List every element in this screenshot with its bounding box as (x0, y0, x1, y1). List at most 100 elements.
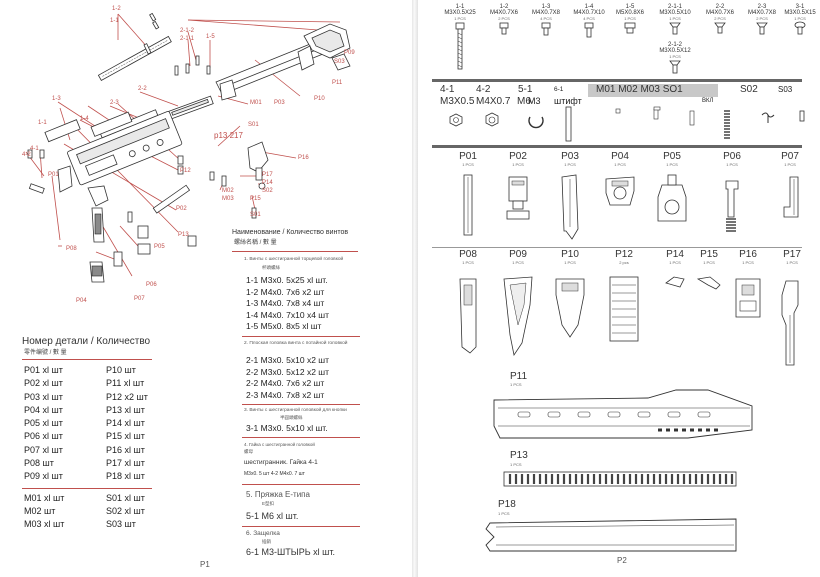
part-p05: P05 1 PCS (652, 151, 692, 252)
small-part-icon (689, 110, 695, 126)
screw-group-head-cn: 螺母 (244, 449, 253, 454)
part-p04: P04 1 PCS (600, 151, 640, 252)
divider (242, 404, 360, 405)
parts-bottom-2: S01 xl шт S02 xl шт S03 шт (106, 494, 166, 533)
divider (242, 484, 360, 485)
screw-group-head: 5. Пряжка E-типа (246, 490, 310, 499)
screw-group-head: 6. Защелка (246, 530, 280, 537)
nut-4-1-spec: M3X0.5 (440, 96, 475, 107)
callout-label: 4-2 (22, 152, 31, 158)
callout-label: P08 (66, 246, 77, 252)
p13-pcs: 1 PCS (510, 462, 522, 467)
divider (232, 251, 358, 252)
callout-label: S02 (262, 188, 273, 194)
part-p02: P02 1 PCS (500, 151, 536, 252)
part-p10: P10 1 PCS (550, 249, 590, 370)
callout-label: P13 (178, 232, 189, 238)
callout-label: 2-1-1 (180, 36, 195, 42)
vkl-label: ВКЛ (702, 98, 714, 104)
callout-label: S03 (334, 59, 345, 65)
screw-icon (584, 22, 594, 38)
screw-2-3: 2-3 M4X0.7X8 2 PCS (742, 4, 782, 46)
screws-title: Наименование / Количество винтов (232, 229, 349, 236)
parts-row: P16 xl шт (106, 444, 145, 455)
p18-pcs: 1 PCS (498, 511, 510, 516)
parts-row: P01 xl шт (24, 365, 63, 375)
screw-row: 1-4 M4x0. 7x10 x4 шт (246, 309, 329, 320)
nut-4-2-code: 4-2 (476, 84, 491, 95)
part-p09: P09 1 PCS (496, 249, 540, 370)
screw-group-head: 3. Винты с шестигранной головкой для кно… (244, 408, 347, 413)
callout-label: P11 (332, 80, 343, 86)
callout-label: P06 (146, 282, 157, 288)
p11-pcs: 1 PCS (510, 382, 522, 387)
parts-row: P17 xl шт (106, 458, 145, 469)
parts-row: P05 xl шт (24, 418, 63, 429)
parts-col-2: P10 шт P11 xl шт P12 x2 шт P13 xl шт P14… (106, 365, 166, 486)
part-p17: P17 1 PCS (772, 249, 812, 385)
small-part-icon (615, 108, 621, 114)
callout-label: P03 (274, 100, 285, 106)
long-rod-p18 (485, 518, 737, 552)
screw-group-head-cn: 杯頭螺絲 (262, 265, 280, 270)
screw-2-1-1: 2-1-1 M3X0.5X10 1 PCS 2-1-2 M3X0.5X12 1 … (652, 4, 698, 80)
long-screw-icon (455, 22, 465, 70)
rail-part (97, 35, 172, 82)
highlight-band (588, 84, 718, 97)
callout-label: P07 (134, 296, 145, 302)
part-p01: P01 1 PCS (450, 151, 486, 252)
callout-label: M01 (250, 100, 262, 106)
small-parts-left (27, 149, 73, 194)
part-p08: P08 1 PCS (450, 249, 486, 370)
parts-row: P10 шт (106, 365, 136, 375)
parts-col-1: P01 xl шт P02 xl шт P03 xl шт P04 xl шт … (24, 365, 94, 486)
parts-table-subtitle: 零件编號 / 數 量 (24, 350, 67, 356)
p13-label: p13 217 (214, 131, 243, 140)
screw-1-2: 1-2 M4X0.7X6 2 PCS (484, 4, 524, 46)
screw-parts (143, 12, 211, 76)
callout-label: P01 (48, 172, 59, 178)
small-part-icon (653, 108, 659, 120)
pin-icon (565, 106, 572, 142)
p13-code: P13 (510, 450, 528, 461)
screw-group-1: 1-1 M3x0. 5x25 xl шт. 1-2 M4x0. 7x6 x2 ш… (246, 276, 329, 334)
e-clip-icon (528, 116, 544, 129)
part-p06: P06 1 PCS (714, 151, 750, 252)
nut-4-1-code: 4-1 (440, 84, 455, 95)
eclip-code: 5-1 (518, 84, 533, 95)
part-p15: P15 1 PCS (694, 249, 724, 310)
screw-2-2: 2-2 M4X0.7X6 2 PCS (700, 4, 740, 46)
screw-row: 1-1 M3x0. 5x25 xl шт. (246, 275, 328, 285)
handguard-p11 (493, 389, 753, 439)
screw-group-head-cn: 半圓頭螺絲 (280, 415, 303, 420)
screws-subtitle: 螺絲名稱 / 數 量 (234, 240, 277, 246)
screw-row: 3-1 M3x0. 5x10 xl шт. (246, 423, 328, 433)
divider (242, 437, 360, 438)
divider (242, 526, 360, 527)
callout-label: 2-2 (138, 86, 147, 92)
side-plate (44, 119, 81, 143)
parts-row: S03 шт (106, 519, 136, 529)
screw-1-1: 1-1 M3X0.5X25 1 PCS (440, 4, 480, 76)
callout-label: P16 (298, 155, 309, 161)
callout-label: P14 (262, 180, 273, 186)
screw-1-4: 1-4 M4X0.7X10 4 PCS (568, 4, 610, 46)
screw-icon (714, 22, 726, 34)
parts-row: P13 xl шт (106, 404, 145, 415)
parts-row: M03 xl шт (24, 519, 65, 529)
screw-row: 6-1 M3-ШТЫРЬ xl шт. (246, 547, 335, 557)
callout-label: P09 (344, 50, 355, 56)
small-spring-icon (799, 110, 805, 122)
slide-part (166, 95, 214, 120)
screw-icon (669, 22, 681, 35)
screw-3-1: 3-1 M3X0.5X15 1 PCS (780, 4, 820, 46)
parts-row: S01 xl шт (106, 493, 145, 503)
screw-icon (756, 22, 768, 35)
callout-label: S01 (250, 212, 261, 218)
right-page: 1-1 M3X0.5X25 1 PCS 1-2 M4X0.7X6 2 PCS 1… (418, 0, 820, 577)
screw-group-head: 4. Гайка с шестигранной головкой (244, 442, 315, 447)
callout-label: M03 (222, 196, 234, 202)
callout-label: 1-2 (112, 6, 121, 12)
exploded-diagram (25, 12, 351, 283)
screw-group-head: 1. Винты с шестигранной торцевой головко… (244, 257, 344, 262)
